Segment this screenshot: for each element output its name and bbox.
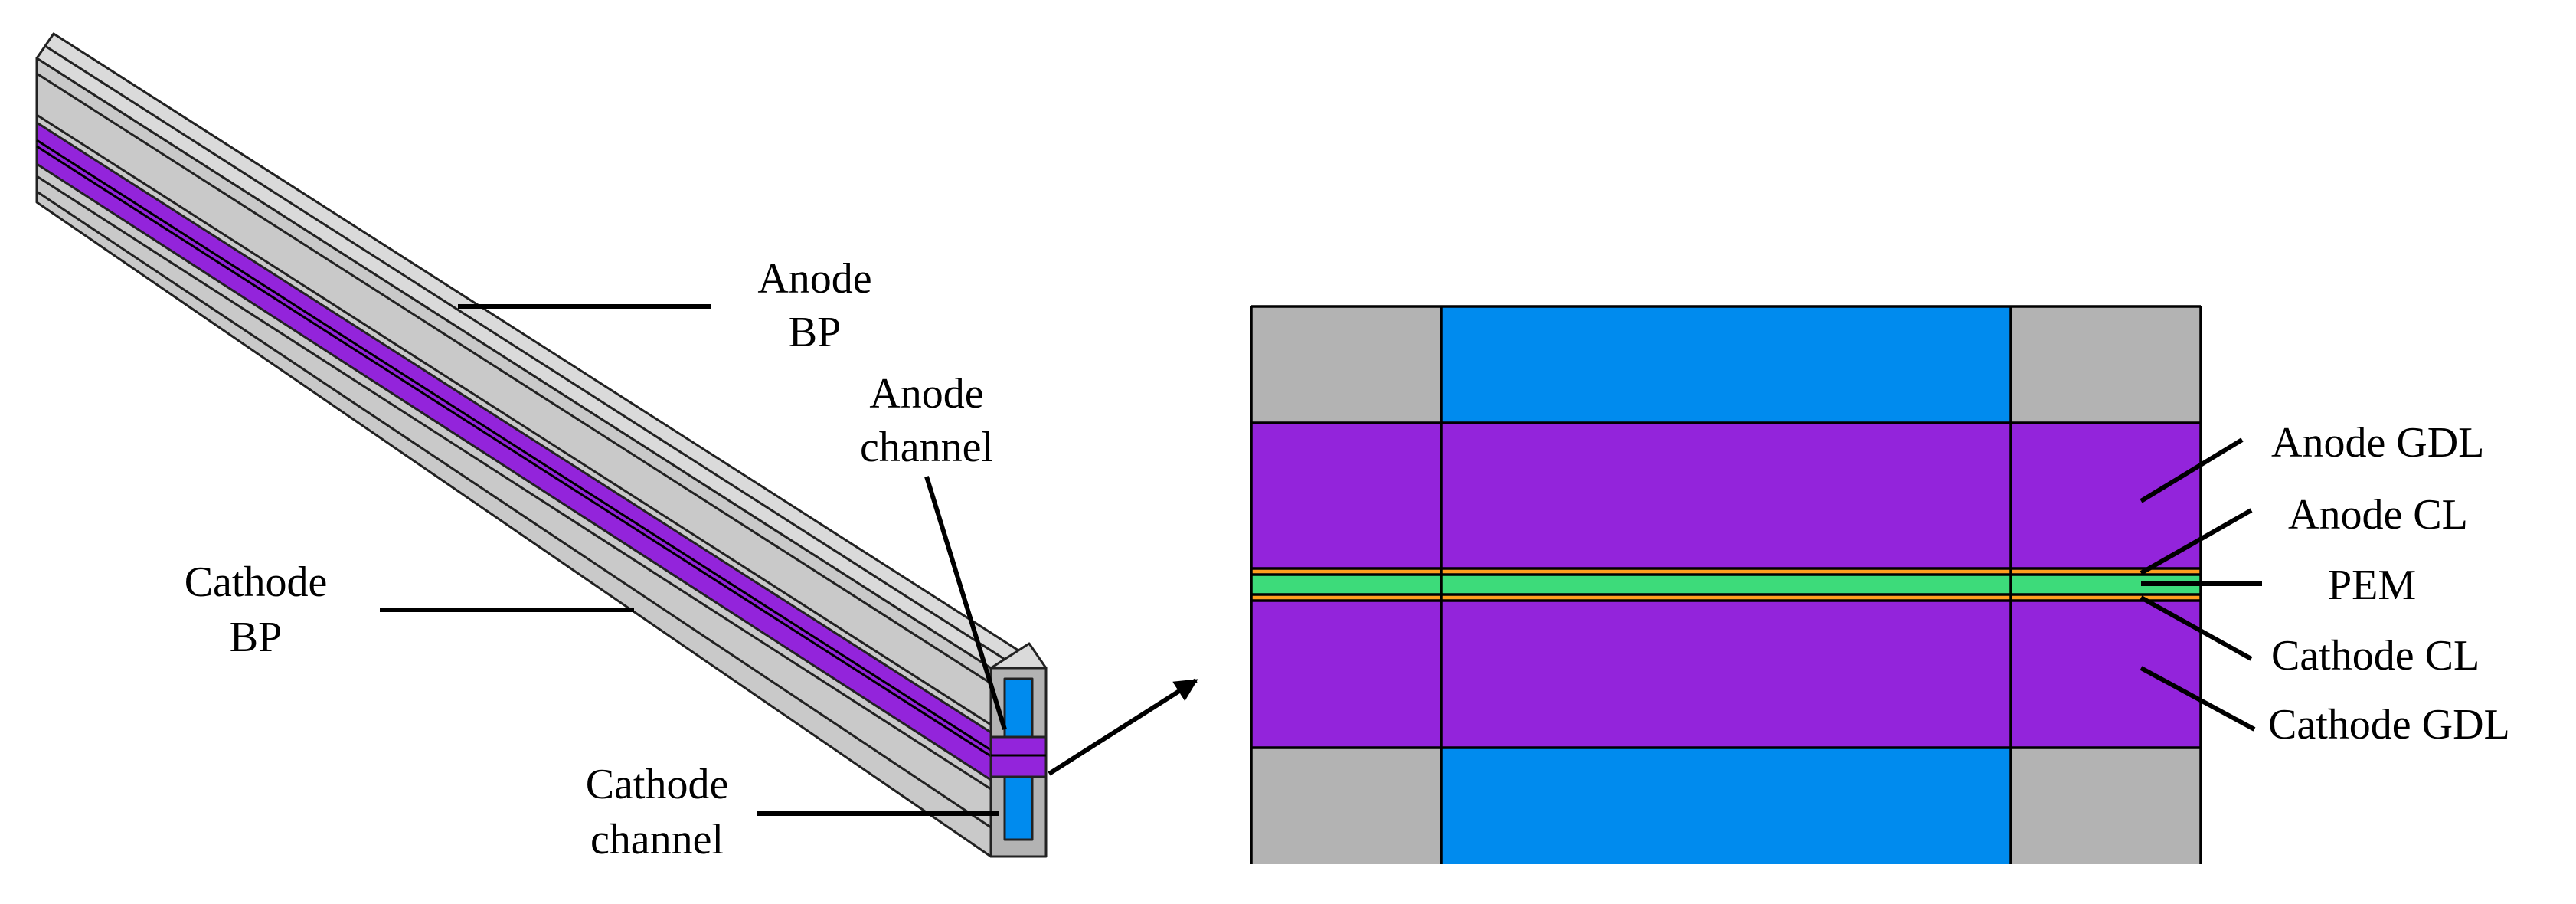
label-anode-gdl: Anode GDL <box>2271 419 2484 467</box>
anode-bp-left <box>1251 306 1441 423</box>
label-anode-cl: Anode CL <box>2288 491 2468 539</box>
cathode-bp-right <box>2011 748 2201 864</box>
label-anode-bp-line2: BP <box>789 309 842 356</box>
anode-bp-right <box>2011 306 2201 423</box>
anode-cl <box>1251 568 2201 575</box>
label-anode-channel-line1: Anode <box>869 370 983 418</box>
cross-section <box>1250 305 2202 864</box>
anode-channel <box>1441 306 2011 423</box>
label-pem: PEM <box>2328 562 2416 609</box>
anode-gdl <box>1251 423 2201 568</box>
leader-anode-channel <box>924 476 1007 730</box>
leader-cathode-gdl <box>2140 666 2256 732</box>
end-face-top-bevel <box>989 642 1048 670</box>
leader-anode-cl <box>2140 508 2253 575</box>
channel-3d-model <box>35 32 1048 858</box>
label-anode-channel-line2: channel <box>860 424 993 471</box>
end-face-cathode-channel <box>1003 775 1034 841</box>
cathode-cl <box>1251 594 2201 601</box>
label-cathode-cl: Cathode CL <box>2271 632 2480 680</box>
cathode-bp-left <box>1251 748 1441 864</box>
label-cathode-channel-line2: channel <box>590 816 724 863</box>
cathode-bp-top-edge-line <box>36 175 992 791</box>
mea-pem-line-bottom <box>36 145 992 758</box>
zoom-arrow <box>1048 678 1198 776</box>
mea-pem-line-top <box>36 139 992 752</box>
label-cathode-bp-line2: BP <box>230 614 283 661</box>
label-anode-bp-line1: Anode <box>757 255 871 303</box>
end-face-mea <box>989 735 1048 778</box>
anode-bp-bottom-edge-line <box>36 113 992 726</box>
top-ridge-line <box>44 44 1038 682</box>
label-cathode-channel-line1: Cathode <box>586 761 729 808</box>
end-face-anode-channel <box>1003 677 1034 739</box>
cathode-channel <box>1441 748 2011 864</box>
leader-anode-gdl <box>2140 437 2244 503</box>
label-cathode-gdl: Cathode GDL <box>2268 701 2510 748</box>
anode-bp-edge-line <box>36 72 992 685</box>
pem-layer <box>1251 575 2201 594</box>
cathode-bp-edge-line <box>36 190 992 829</box>
leader-cathode-cl <box>2140 595 2253 661</box>
cathode-gdl <box>1251 601 2201 748</box>
label-cathode-bp-line1: Cathode <box>185 558 328 606</box>
